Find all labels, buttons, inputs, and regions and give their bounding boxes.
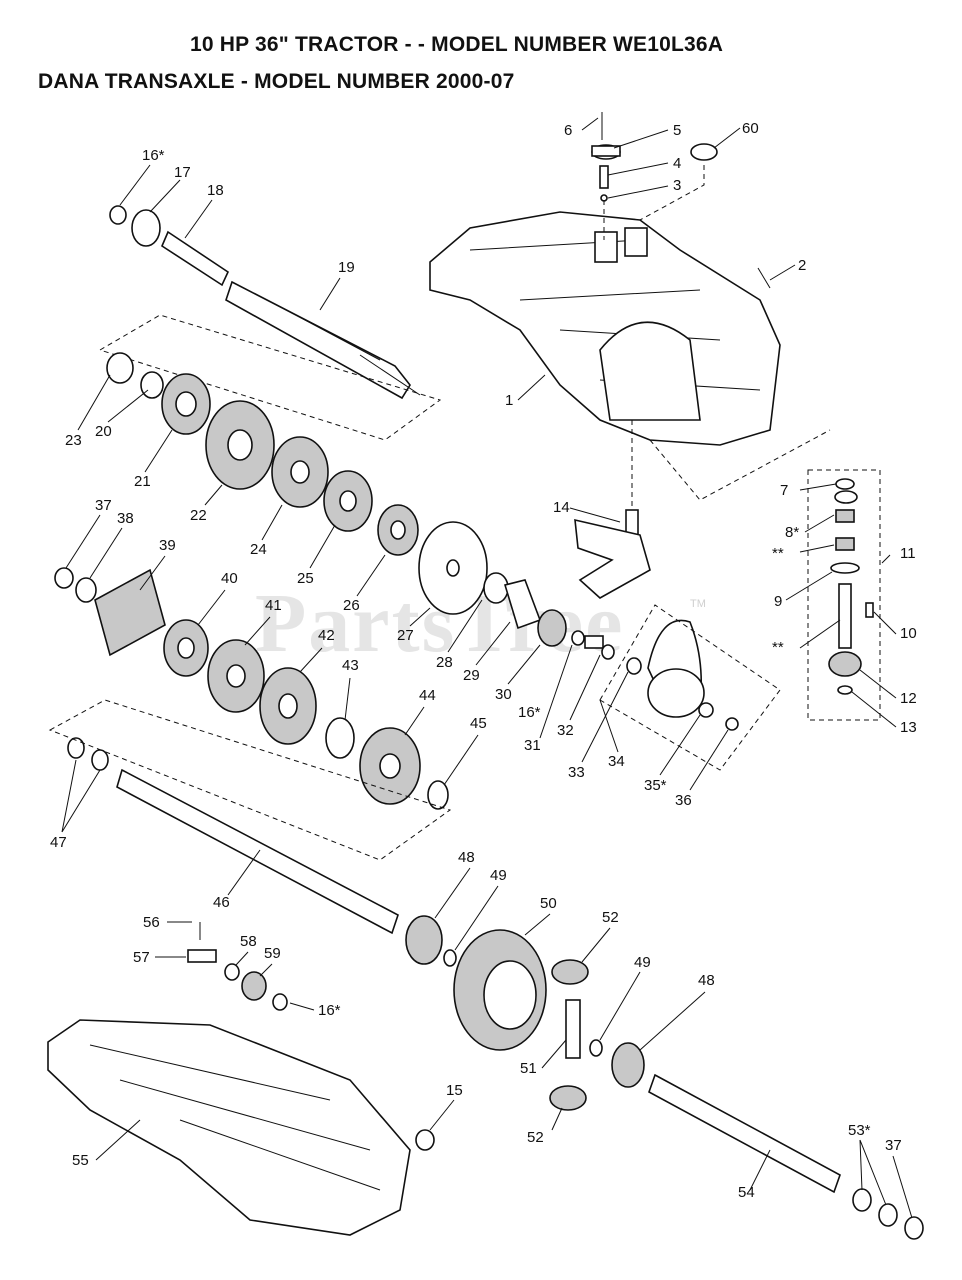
callout-3: 3 [673, 177, 681, 194]
gear-stack-lower [54, 567, 449, 810]
callout-5: 5 [673, 122, 681, 139]
callout-21: 21 [134, 473, 151, 490]
callout-31: 31 [524, 737, 541, 754]
callout-6: 6 [564, 122, 572, 139]
callout-8-star: 8* [785, 524, 799, 541]
callout-46: 46 [213, 894, 230, 911]
callout-50: 50 [540, 895, 557, 912]
shift-shaft-assembly [631, 420, 881, 721]
callout-16-star-b: 16* [518, 704, 541, 721]
callout-40: 40 [221, 570, 238, 587]
callout-44: 44 [419, 687, 436, 704]
callout-13: 13 [900, 719, 917, 736]
callout-42: 42 [318, 627, 335, 644]
callout-47: 47 [50, 834, 67, 851]
brake-assembly [599, 604, 781, 771]
callout-52-a: 52 [602, 909, 619, 926]
callout-51: 51 [520, 1060, 537, 1077]
callout-49-b: 49 [634, 954, 651, 971]
callout-48-a: 48 [458, 849, 475, 866]
callout-double-star-b: ** [772, 639, 784, 656]
callout-37-b: 37 [885, 1137, 902, 1154]
callout-37-a: 37 [95, 497, 112, 514]
callout-23: 23 [65, 432, 82, 449]
callout-1: 1 [505, 392, 513, 409]
callout-58: 58 [240, 933, 257, 950]
callout-17: 17 [174, 164, 191, 181]
shift-fork [574, 509, 651, 599]
callout-28: 28 [436, 654, 453, 671]
callout-double-star-a: ** [772, 545, 784, 562]
differential-assembly [405, 915, 645, 1111]
input-shaft-assembly [98, 205, 442, 441]
callout-12: 12 [900, 690, 917, 707]
diagram-title-line2: DANA TRANSAXLE - MODEL NUMBER 2000-07 [38, 70, 515, 93]
callout-27: 27 [397, 627, 414, 644]
callout-10: 10 [900, 625, 917, 642]
callout-45: 45 [470, 715, 487, 732]
callout-55: 55 [72, 1152, 89, 1169]
callout-9: 9 [774, 593, 782, 610]
callout-26: 26 [343, 597, 360, 614]
top-small-parts [591, 112, 771, 289]
callout-2: 2 [798, 257, 806, 274]
callout-33: 33 [568, 764, 585, 781]
callout-30: 30 [495, 686, 512, 703]
callout-52-b: 52 [527, 1129, 544, 1146]
gear-stack-upper [106, 352, 488, 615]
callout-11: 11 [900, 545, 916, 562]
callout-56: 56 [143, 914, 160, 931]
callout-36: 36 [675, 792, 692, 809]
callout-20: 20 [95, 423, 112, 440]
diagram-title-line1: 10 HP 36" TRACTOR - - MODEL NUMBER WE10L… [190, 33, 724, 56]
lower-housing [47, 922, 435, 1236]
callout-60: 60 [742, 120, 759, 137]
callout-34: 34 [608, 753, 625, 770]
callout-59: 59 [264, 945, 281, 962]
callout-48-b: 48 [698, 972, 715, 989]
callout-14: 14 [553, 499, 570, 516]
axle-54 [648, 1073, 924, 1240]
callout-16-star-c: 16* [318, 1002, 341, 1019]
gear-stack-middle [483, 572, 615, 660]
callout-labels: 6 5 60 4 3 2 1 16* 17 18 19 23 20 21 22 … [50, 120, 917, 1201]
watermark-tm: TM [690, 598, 706, 610]
callout-4: 4 [673, 155, 681, 172]
leader-lines [61, 117, 913, 1219]
callout-49-a: 49 [490, 867, 507, 884]
upper-housing [429, 211, 781, 446]
callout-16-star-a: 16* [142, 147, 165, 164]
callout-7: 7 [780, 482, 788, 499]
callout-41: 41 [265, 597, 282, 614]
callout-35-star: 35* [644, 777, 667, 794]
callout-32: 32 [557, 722, 574, 739]
countershaft-46 [48, 699, 452, 935]
callout-25: 25 [297, 570, 314, 587]
callout-43: 43 [342, 657, 359, 674]
callout-19: 19 [338, 259, 355, 276]
callout-18: 18 [207, 182, 224, 199]
callout-39: 39 [159, 537, 176, 554]
callout-22: 22 [190, 507, 207, 524]
callout-24: 24 [250, 541, 267, 558]
callout-57: 57 [133, 949, 150, 966]
callout-15: 15 [446, 1082, 463, 1099]
callout-38: 38 [117, 510, 134, 527]
callout-29: 29 [463, 667, 480, 684]
callout-53-star: 53* [848, 1122, 871, 1139]
